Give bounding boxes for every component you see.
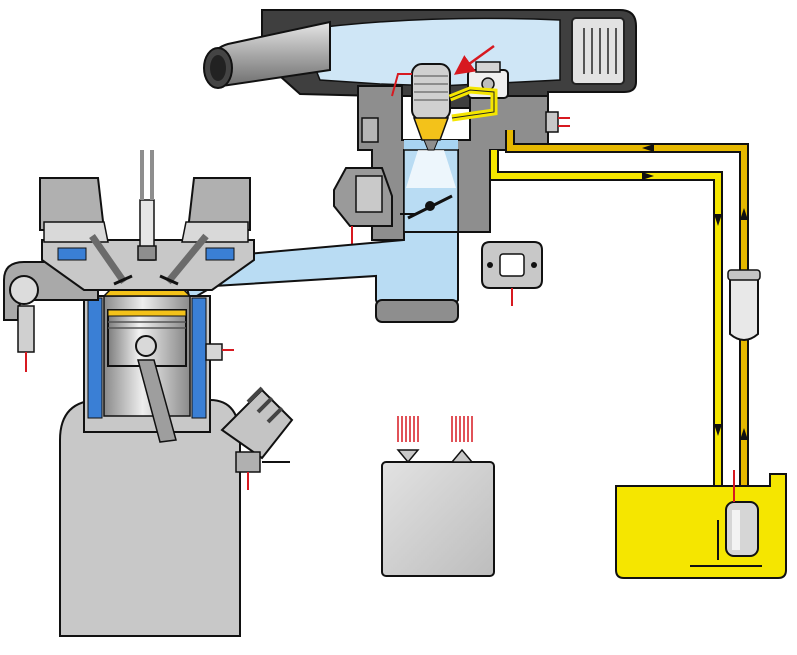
flow-arrow	[642, 172, 654, 180]
exhaust-valve	[89, 234, 133, 286]
air-temp-sensor	[545, 111, 559, 133]
engine-block	[59, 279, 241, 637]
flow-arrow	[714, 424, 722, 436]
injector-pointer-arrow	[453, 44, 495, 75]
fuel-filter-icon	[727, 269, 761, 341]
camshaft-cover	[186, 177, 251, 231]
piston	[107, 309, 187, 443]
injector-icon	[411, 63, 451, 151]
cylinder-head	[3, 150, 255, 372]
flow-arrow	[740, 428, 748, 440]
throttle-position-sensor	[333, 167, 393, 244]
flow-arrow	[740, 208, 748, 220]
injector-signal	[391, 73, 412, 97]
fuel-return-line	[505, 130, 749, 512]
throttle-valve-icon	[400, 194, 453, 220]
intake-valve	[159, 233, 209, 286]
distributor	[220, 386, 294, 490]
throttle-body	[333, 44, 570, 244]
flow-arrow	[714, 214, 722, 226]
fuel-pump-icon	[725, 501, 759, 557]
spark-plug	[137, 150, 157, 261]
oxygen-sensor	[17, 305, 35, 353]
coolant-jacket	[87, 297, 103, 419]
fuel-feed-line	[489, 150, 723, 520]
control-unit-icon	[381, 416, 495, 577]
coolant-jacket	[191, 297, 207, 419]
fuel-spray	[406, 150, 456, 188]
fuel-tank	[615, 470, 787, 579]
pressure-sensor	[481, 241, 543, 306]
coolant-temp-sensor	[205, 343, 234, 361]
fuel-lines	[489, 130, 761, 520]
flow-arrow	[642, 144, 654, 152]
